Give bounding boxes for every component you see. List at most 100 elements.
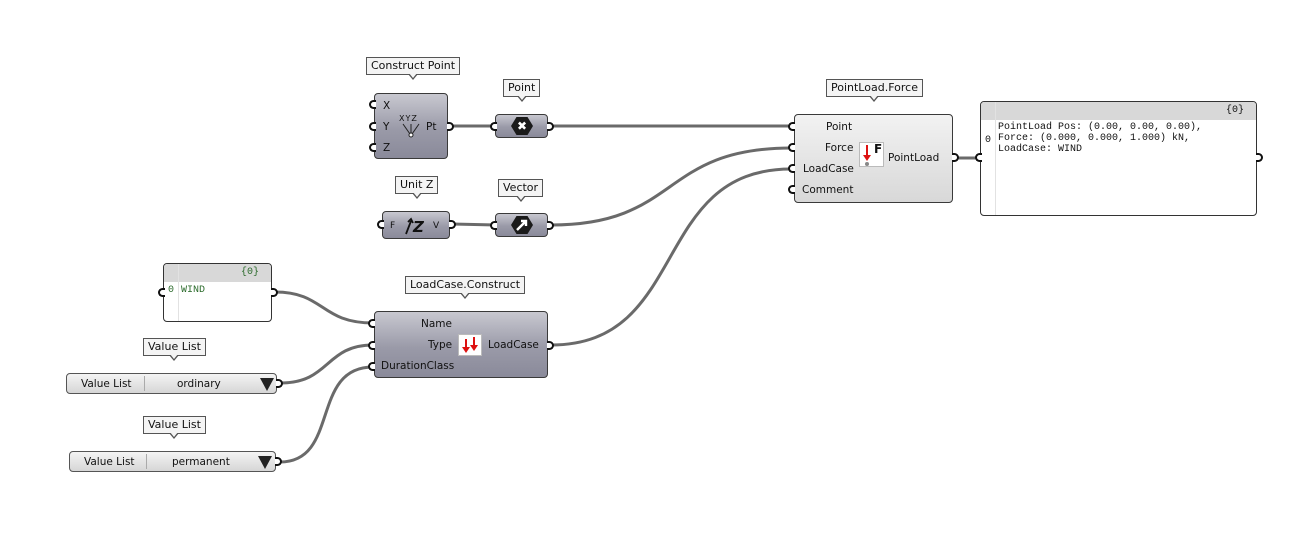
panel-path: {0} <box>240 267 259 278</box>
name-panel[interactable]: {0} 0 WIND <box>163 263 272 322</box>
value-list-type-tooltip: Value List <box>143 338 206 361</box>
input-z-label: Z <box>383 142 391 154</box>
value-list-label: Value List <box>84 456 135 468</box>
output-v-label: V <box>433 221 440 231</box>
grip-value-list-type-output[interactable] <box>276 379 283 388</box>
grip-f-input[interactable] <box>377 220 384 229</box>
grip-type-input[interactable] <box>368 341 375 350</box>
tooltip-text: Construct Point <box>371 59 456 72</box>
grip-comment-input[interactable] <box>788 185 795 194</box>
tooltip-text: LoadCase.Construct <box>410 278 521 291</box>
icon-text: XYZ <box>399 114 418 123</box>
panel-header: {0} <box>981 102 1256 120</box>
grip-point-input[interactable] <box>788 122 795 131</box>
panel-index-column <box>981 102 996 215</box>
point-load-force-icon: F <box>859 142 884 167</box>
pointload-force-tooltip: PointLoad.Force <box>826 79 923 102</box>
value-list-type-dropdown[interactable]: Value List ordinary <box>66 373 277 394</box>
construct-point-tooltip: Construct Point <box>366 57 461 80</box>
input-y-label: Y <box>383 121 390 133</box>
grip-panel-input[interactable] <box>975 153 982 162</box>
tooltip-text: Vector <box>503 181 539 194</box>
construct-point-component[interactable]: X Y Z XYZ Pt <box>374 93 448 159</box>
grip-name-input[interactable] <box>368 319 375 328</box>
panel-value: WIND <box>181 285 206 296</box>
wire-duration-list-to-duration[interactable] <box>279 365 374 464</box>
grip-loadcase-input[interactable] <box>788 164 795 173</box>
grip-pointload-output[interactable] <box>952 153 959 162</box>
vector-tooltip: Vector <box>498 179 544 202</box>
panel-item-index: 0 <box>985 135 992 146</box>
vector-arrow-icon <box>511 216 533 234</box>
pointload-force-component[interactable]: Point Force LoadCase Comment F PointLoad <box>794 114 953 203</box>
output-loadcase-label: LoadCase <box>488 339 539 351</box>
grip-pt-output[interactable] <box>447 122 454 131</box>
input-x-label: X <box>383 100 391 112</box>
point-tooltip: Point <box>503 79 541 102</box>
grip-value-list-duration-output[interactable] <box>275 457 282 466</box>
input-name-label: Name <box>421 318 452 330</box>
tooltip-text: Unit Z <box>400 178 434 191</box>
panel-index-column <box>164 264 179 321</box>
grip-v-output[interactable] <box>449 220 456 229</box>
grip-panel-output[interactable] <box>1256 153 1263 162</box>
value-list-duration-dropdown[interactable]: Value List permanent <box>69 451 276 472</box>
panel-line: PointLoad Pos: (0.00, 0.00, 0.00), <box>998 122 1203 133</box>
point-param-component[interactable]: ✖ <box>495 114 548 138</box>
point-cross-icon: ✖ <box>511 117 533 135</box>
grip-loadcase-output[interactable] <box>547 341 554 350</box>
value-list-duration-tooltip: Value List <box>143 416 206 439</box>
panel-content: PointLoad Pos: (0.00, 0.00, 0.00), Force… <box>998 122 1202 155</box>
grip-vector-input[interactable] <box>490 221 497 230</box>
unit-z-tooltip: Unit Z <box>395 176 439 199</box>
tooltip-text: PointLoad.Force <box>831 81 918 94</box>
panel-item-index: 0 <box>168 285 175 296</box>
wire-loadcase-to-pointload[interactable] <box>550 167 792 347</box>
dropdown-arrow-icon[interactable] <box>258 456 272 469</box>
output-pointload-label: PointLoad <box>888 152 940 164</box>
grip-point-input[interactable] <box>490 122 497 131</box>
unit-z-icon: Z <box>403 216 427 236</box>
divider <box>144 376 145 391</box>
value-list-selected: permanent <box>172 456 230 468</box>
grip-name-panel-input[interactable] <box>158 288 165 297</box>
input-point-label: Point <box>826 121 853 133</box>
grip-name-panel-output[interactable] <box>271 288 278 297</box>
dropdown-arrow-icon[interactable] <box>260 378 274 391</box>
tooltip-text: Value List <box>148 418 201 431</box>
value-list-label: Value List <box>81 378 132 390</box>
wire-type-list-to-type[interactable] <box>280 343 374 385</box>
grip-durationclass-input[interactable] <box>368 362 375 371</box>
output-panel[interactable]: {0} 0 PointLoad Pos: (0.00, 0.00, 0.00),… <box>980 101 1257 216</box>
unit-z-component[interactable]: F Z V <box>382 211 450 239</box>
tooltip-text: Value List <box>148 340 201 353</box>
input-comment-label: Comment <box>802 184 854 196</box>
panel-path: {0} <box>1225 105 1244 116</box>
divider <box>146 454 147 469</box>
loadcase-construct-component[interactable]: Name Type DurationClass LoadCase <box>374 311 548 378</box>
panel-line: Force: (0.000, 0.000, 1.000) kN, <box>998 133 1191 144</box>
grip-y-input[interactable] <box>369 122 376 131</box>
loadcase-construct-tooltip: LoadCase.Construct <box>405 276 526 299</box>
grip-point-output[interactable] <box>547 122 554 131</box>
load-case-icon <box>458 334 482 356</box>
grip-z-input[interactable] <box>369 143 376 152</box>
icon-text: F <box>874 142 883 156</box>
input-force-label: Force <box>825 142 854 154</box>
value-list-selected: ordinary <box>177 378 221 390</box>
panel-line: LoadCase: WIND <box>998 144 1083 155</box>
grip-force-input[interactable] <box>788 143 795 152</box>
grip-vector-output[interactable] <box>547 221 554 230</box>
input-loadcase-label: LoadCase <box>803 163 854 175</box>
wire-name-panel-to-name[interactable] <box>274 290 374 325</box>
icon-text: Z <box>413 218 424 236</box>
tooltip-text: Point <box>508 81 536 94</box>
grip-x-input[interactable] <box>369 100 376 109</box>
input-type-label: Type <box>428 339 453 351</box>
output-pt-label: Pt <box>426 121 437 133</box>
wire-vector-to-force[interactable] <box>550 146 792 227</box>
input-durationclass-label: DurationClass <box>381 360 455 372</box>
panel-header: {0} <box>164 264 271 282</box>
input-f-label: F <box>390 221 396 231</box>
vector-param-component[interactable] <box>495 213 548 237</box>
